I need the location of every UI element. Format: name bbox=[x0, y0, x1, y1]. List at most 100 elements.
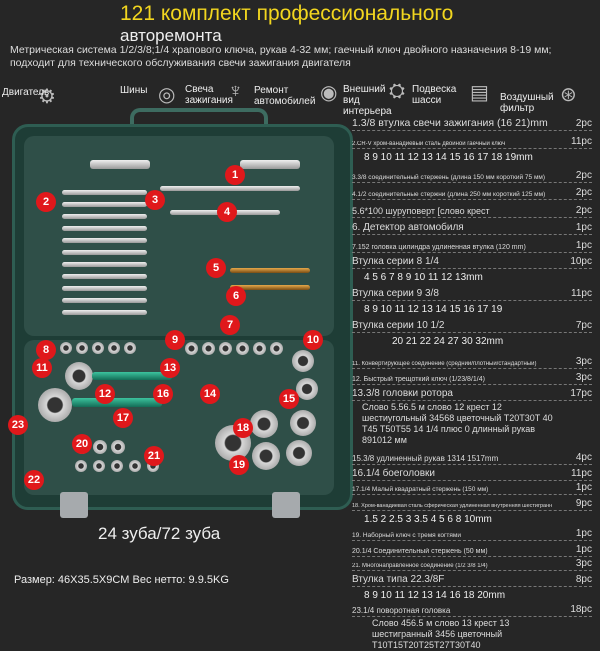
chassis-icon: ⛭ bbox=[389, 80, 405, 102]
ratchet-handle bbox=[92, 372, 172, 380]
socket bbox=[129, 460, 141, 472]
case-handle bbox=[130, 108, 268, 134]
combination-wrench bbox=[62, 202, 147, 207]
socket bbox=[296, 378, 318, 400]
use-label-repair: Ремонт автомобилей bbox=[254, 85, 316, 107]
list-item: 1.3/8 втулка свечи зажигания (16 21)mm 2… bbox=[352, 108, 592, 131]
socket bbox=[76, 342, 88, 354]
spark-plug-socket bbox=[240, 160, 300, 169]
combination-wrench bbox=[62, 286, 147, 291]
socket bbox=[93, 460, 105, 472]
list-item: Слово 456.5 м слово 13 крест 13 шестигра… bbox=[372, 618, 510, 650]
list-item: 16.1/4 боеголовки 11pc bbox=[352, 464, 592, 481]
list-item: Втулка серии 10 1/2 7pc bbox=[352, 316, 592, 333]
list-item: 13.3/8 головки ротора 17pc bbox=[352, 384, 592, 401]
badge-16: 16 bbox=[153, 384, 173, 404]
socket bbox=[93, 440, 107, 454]
case-latch-right bbox=[272, 492, 300, 518]
air-filter-icon: ▤ bbox=[470, 82, 489, 104]
list-item: Слово 5.56.5 м слово 12 крест 12 шестиуг… bbox=[362, 402, 553, 445]
badge-21: 21 bbox=[144, 446, 164, 466]
combination-wrench bbox=[62, 190, 147, 195]
combination-wrench bbox=[62, 274, 147, 279]
list-item: Втулка серии 8 1/4 10pc bbox=[352, 252, 592, 269]
socket bbox=[111, 440, 125, 454]
badge-19: 19 bbox=[229, 455, 249, 475]
tire-icon: ◎ bbox=[158, 84, 176, 106]
combination-wrench bbox=[62, 238, 147, 243]
list-item: 23.1/4 поворотная головка 18pc bbox=[352, 604, 592, 617]
socket bbox=[253, 342, 266, 355]
badge-8: 8 bbox=[36, 340, 56, 360]
badge-23: 23 bbox=[8, 415, 28, 435]
socket bbox=[75, 460, 87, 472]
badge-10: 10 bbox=[303, 330, 323, 350]
use-label-filter: Воздушный фильтр bbox=[500, 92, 554, 114]
list-item: 20.1/4 Соединительный стержень (50 мм) 1… bbox=[352, 540, 592, 557]
badge-12: 12 bbox=[95, 384, 115, 404]
socket bbox=[60, 342, 72, 354]
list-item: 18. Хром-ванадиевая сталь сферическая уд… bbox=[352, 494, 592, 511]
socket bbox=[124, 342, 136, 354]
list-item: 7.152 головка цилиндра удлиненная втулка… bbox=[352, 234, 592, 253]
list-item: 19. Наборный ключ с тремя когтями 1pc bbox=[352, 528, 592, 541]
badge-5: 5 bbox=[206, 258, 226, 278]
list-item: Втулка серии 9 3/8 11pc bbox=[352, 284, 592, 301]
badge-2: 2 bbox=[36, 192, 56, 212]
socket bbox=[290, 410, 316, 436]
socket bbox=[270, 342, 283, 355]
spec-label: Размер: 46X35.5X9CM Вес нетто: 9.9.5KG bbox=[14, 574, 229, 586]
badge-3: 3 bbox=[145, 190, 165, 210]
ratchet-head bbox=[65, 362, 93, 390]
socket bbox=[219, 342, 232, 355]
badge-6: 6 bbox=[226, 286, 246, 306]
list-item: 2.CR-V хром-ванадиевый сталь двойной гае… bbox=[352, 130, 592, 149]
screwdriver bbox=[230, 268, 310, 273]
spark-plug-icon: ♆ bbox=[228, 80, 243, 102]
socket bbox=[252, 442, 280, 470]
socket bbox=[202, 342, 215, 355]
description: Метрическая система 1/2/3/8;1/4 храповог… bbox=[10, 44, 552, 69]
list-item-sizes: 20 21 22 24 27 30 32mm bbox=[392, 336, 504, 347]
list-item: 3.3/8 соединительный стержень (длина 150… bbox=[352, 164, 592, 183]
badge-18: 18 bbox=[233, 418, 253, 438]
teeth-label: 24 зуба/72 зуба bbox=[98, 524, 221, 543]
interior-icon: ◉ bbox=[320, 82, 338, 104]
combination-wrench bbox=[62, 250, 147, 255]
socket bbox=[250, 410, 278, 438]
use-label-spark: Свеча зажигания bbox=[185, 84, 233, 106]
badge-22: 22 bbox=[24, 470, 44, 490]
list-item: 15.3/8 удлиненный рукав 1314 1517mm 4pc bbox=[352, 448, 592, 465]
ratchet-handle bbox=[72, 398, 162, 407]
socket bbox=[108, 342, 120, 354]
list-item-sizes: 1.5 2 2.5 3 3.5 4 5 6 8 10mm bbox=[364, 514, 492, 525]
use-label-interior: Внешний вид интерьера bbox=[343, 84, 392, 117]
ratchet-head bbox=[38, 388, 72, 422]
badge-15: 15 bbox=[279, 389, 299, 409]
engine-icon: ⚙ bbox=[38, 86, 56, 108]
extension-bar bbox=[160, 186, 300, 191]
list-item: Втулка типа 22.3/8F 8pc bbox=[352, 570, 592, 587]
use-label-tires: Шины bbox=[120, 85, 148, 96]
socket bbox=[185, 342, 198, 355]
case-latch-left bbox=[60, 492, 88, 518]
use-label-chassis: Подвеска шасси bbox=[412, 84, 457, 106]
list-item-sizes: 8 9 10 11 12 13 14 16 18 20mm bbox=[364, 590, 506, 601]
list-item: 4.1/2 соединительные стержни (длина 250 … bbox=[352, 182, 592, 200]
socket bbox=[92, 342, 104, 354]
badge-20: 20 bbox=[72, 434, 92, 454]
combination-wrench bbox=[62, 298, 147, 303]
list-item: 11. Конвертирующее соединение (средний/п… bbox=[352, 348, 592, 369]
combination-wrench bbox=[62, 226, 147, 231]
socket bbox=[111, 460, 123, 472]
list-item: 5.6*100 шуруповерт [слово крест 2pc bbox=[352, 199, 592, 218]
page-subtitle: авторемонта bbox=[120, 26, 222, 45]
badge-7: 7 bbox=[220, 315, 240, 335]
list-item: 6. Детектор автомобиля 1pc bbox=[352, 217, 592, 235]
badge-14: 14 bbox=[200, 384, 220, 404]
list-item: 12. Быстрый трещоткий ключ (1/23/8/1/4) … bbox=[352, 368, 592, 385]
page-title: 121 комплект профессионального bbox=[120, 2, 454, 25]
socket bbox=[292, 350, 314, 372]
list-item-sizes: 8 9 10 11 12 13 14 15 16 17 18 19mm bbox=[364, 152, 533, 163]
screwdriver bbox=[230, 285, 310, 290]
